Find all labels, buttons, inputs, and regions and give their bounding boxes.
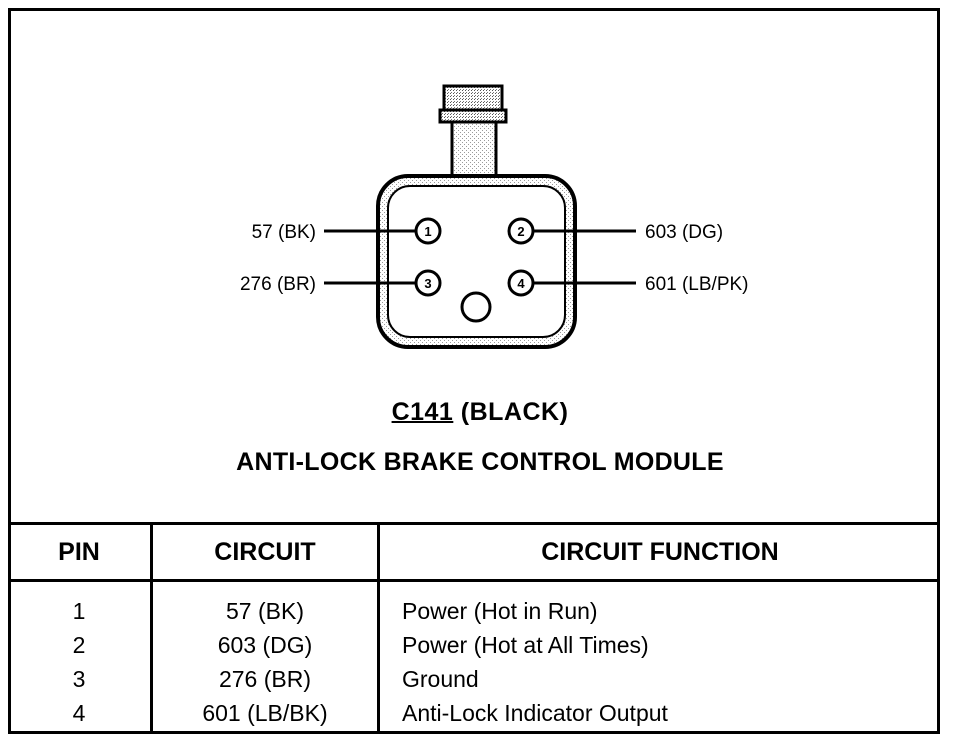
svg-text:1: 1 (424, 224, 431, 239)
table-cell-circuit: 601 (LB/BK) (202, 700, 328, 726)
harness-neck (450, 120, 498, 182)
connector-diagram: 1 2 3 4 57 (BK) 603 (DG) 276 (BR) 601 (L… (240, 84, 749, 349)
table-cell-function: Anti-Lock Indicator Output (402, 700, 668, 726)
table-cell-pin: 4 (72, 700, 86, 726)
table-cell-function: Power (Hot at All Times) (402, 632, 649, 658)
table-cell-pin: 1 (72, 598, 86, 624)
function-column: Power (Hot in Run) Power (Hot at All Tim… (377, 580, 940, 731)
pin-3: 3 (414, 269, 442, 297)
pin-1: 1 (414, 217, 442, 245)
pin-4: 4 (507, 269, 535, 297)
svg-text:3: 3 (424, 276, 431, 291)
table-body: 1 2 3 4 57 (BK) 603 (DG) 276 (BR) 601 (L… (8, 580, 940, 731)
header-pin: PIN (8, 522, 152, 582)
table-cell-pin: 3 (72, 666, 86, 692)
table-cell-function: Ground (402, 666, 479, 692)
svg-text:4: 4 (517, 276, 525, 291)
table-cell-circuit: 57 (BK) (226, 598, 304, 624)
pin-2: 2 (507, 217, 535, 245)
table-cell-function: Power (Hot in Run) (402, 598, 598, 624)
pin-table: PIN CIRCUIT CIRCUIT FUNCTION 1 2 3 4 57 … (8, 522, 940, 731)
header-circuit-function: CIRCUIT FUNCTION (377, 522, 940, 582)
table-cell-circuit: 603 (DG) (217, 632, 313, 658)
connector-id: C141 (391, 398, 454, 426)
key-cavity (460, 291, 492, 323)
table-cell-pin: 2 (72, 632, 86, 658)
header-circuit: CIRCUIT (150, 522, 379, 582)
pin-3-label: 276 (BR) (240, 274, 316, 295)
harness-collar (438, 108, 508, 124)
connector-id-caption: C141 (BLACK) (0, 398, 960, 427)
pin-4-label: 601 (LB/PK) (645, 274, 749, 295)
harness-cap (442, 84, 504, 112)
table-header-row: PIN CIRCUIT CIRCUIT FUNCTION (8, 522, 940, 582)
pin-2-label: 603 (DG) (645, 222, 723, 243)
pin-1-label: 57 (BK) (252, 222, 316, 243)
module-name: ANTI-LOCK BRAKE CONTROL MODULE (236, 448, 724, 476)
pin-column: 1 2 3 4 (8, 581, 152, 731)
connector-color: (BLACK) (460, 398, 569, 426)
circuit-column: 57 (BK) 603 (DG) 276 (BR) 601 (LB/BK) (150, 580, 379, 731)
table-cell-circuit: 276 (BR) (218, 666, 312, 692)
svg-text:2: 2 (517, 224, 524, 239)
